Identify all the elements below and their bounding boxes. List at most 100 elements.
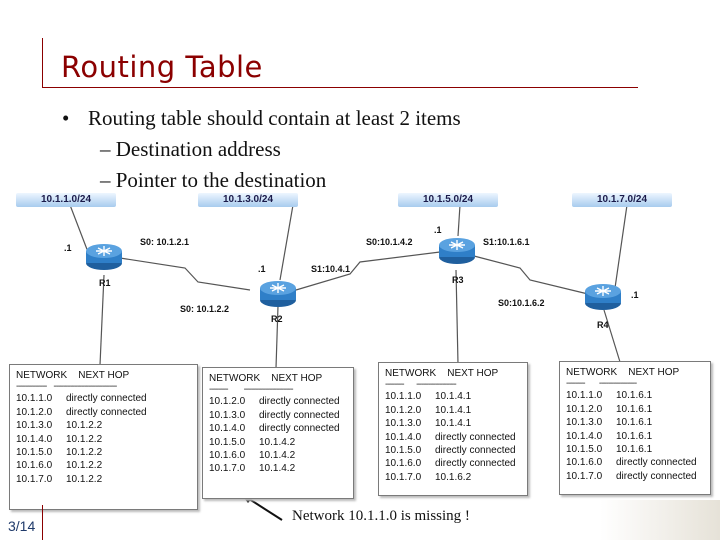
- cell-next-hop: 10.1.6.1: [616, 444, 653, 456]
- cell-next-hop: directly connected: [66, 393, 147, 405]
- iface-r4-s0: S0:10.1.6.2: [498, 298, 545, 308]
- table-row: 10.1.2.0 directly connected: [16, 406, 191, 419]
- table-divider: -------- ---------------------: [209, 385, 294, 396]
- cell-next-hop: 10.1.2.2: [66, 420, 103, 432]
- table-header: NETWORK NEXT HOP: [209, 373, 323, 384]
- cell-network: 10.1.3.0: [566, 417, 603, 429]
- router-r4-label: R4: [597, 320, 609, 330]
- cell-next-hop: directly connected: [66, 406, 147, 418]
- cell-network: 10.1.5.0: [385, 445, 422, 457]
- title-underline: [42, 87, 638, 88]
- link-net1-r1: [69, 204, 89, 253]
- link-net3-r2: [279, 204, 294, 281]
- footer-decoration: [600, 500, 720, 540]
- table-row: 10.1.3.0 10.1.2.2: [16, 419, 191, 432]
- routing-table-r2: NETWORK NEXT HOP -------- --------------…: [202, 367, 354, 499]
- cell-network: 10.1.4.0: [209, 423, 246, 435]
- cell-network: 10.1.6.0: [566, 457, 603, 469]
- cell-next-hop: 10.1.6.1: [616, 390, 653, 402]
- cell-next-hop: directly connected: [435, 445, 516, 457]
- cell-network: 10.1.4.0: [385, 431, 422, 443]
- cell-network: 10.1.7.0: [566, 470, 603, 482]
- serial-r3-r4: [473, 255, 589, 295]
- table-row: 10.1.5.0 10.1.6.1: [566, 443, 704, 456]
- link-r4-table: [603, 309, 621, 363]
- table-row: 10.1.1.0 10.1.4.1: [385, 390, 521, 403]
- table-divider: -------- ----------------: [566, 379, 637, 390]
- links: [69, 204, 628, 369]
- network-bar-10-1-3-0: 10.1.3.0/24: [198, 193, 298, 207]
- table-row: 10.1.7.0 10.1.4.2: [209, 462, 347, 475]
- table-row: 10.1.1.0 directly connected: [16, 392, 191, 405]
- cell-network: 10.1.5.0: [16, 447, 53, 459]
- bullet-list: Routing table should contain at least 2 …: [62, 103, 461, 196]
- cell-next-hop: 10.1.4.2: [259, 436, 296, 448]
- network-bar-10-1-5-0: 10.1.5.0/24: [398, 193, 498, 207]
- cell-network: 10.1.7.0: [16, 473, 53, 485]
- cell-network: 10.1.6.0: [209, 450, 246, 462]
- iface-r4-right: .1: [631, 290, 639, 300]
- cell-next-hop: 10.1.6.1: [616, 403, 653, 415]
- bullet-sub-destination: – Destination address: [100, 137, 281, 161]
- table-row: 10.1.5.0 directly connected: [385, 444, 521, 457]
- table-row: 10.1.2.0 10.1.6.1: [566, 403, 704, 416]
- router-r4-icon: [584, 283, 622, 311]
- table-header: NETWORK NEXT HOP: [566, 367, 680, 378]
- cell-next-hop: 10.1.2.2: [66, 433, 103, 445]
- link-net7-r4: [614, 204, 628, 289]
- cell-network: 10.1.1.0: [16, 393, 53, 405]
- iface-r3-s1: S1:10.1.6.1: [483, 237, 530, 247]
- routing-table-r3: NETWORK NEXT HOP -------- --------------…: [378, 362, 528, 496]
- title-accent-line: [42, 38, 43, 88]
- slide-title: Routing Table: [61, 50, 263, 84]
- iface-r2-s0: S0: 10.1.2.2: [180, 304, 230, 314]
- cell-network: 10.1.2.0: [16, 406, 53, 418]
- router-r3-icon: [438, 237, 476, 265]
- link-r1-table: [99, 274, 105, 366]
- cell-next-hop: directly connected: [435, 431, 516, 443]
- router-r3-label: R3: [452, 275, 464, 285]
- cell-next-hop: 10.1.6.1: [616, 430, 653, 442]
- cell-network: 10.1.1.0: [385, 391, 422, 403]
- table-header: NETWORK NEXT HOP: [16, 370, 130, 381]
- iface-r3-top: .1: [434, 225, 442, 235]
- cell-network: 10.1.2.0: [566, 403, 603, 415]
- bullet-main: Routing table should contain at least 2 …: [62, 103, 461, 134]
- iface-r1-s0: S0: 10.1.2.1: [140, 237, 190, 247]
- cell-next-hop: 10.1.4.1: [435, 391, 472, 403]
- iface-r1-left: .1: [64, 243, 72, 253]
- cell-network: 10.1.7.0: [209, 463, 246, 475]
- cell-next-hop: 10.1.6.2: [435, 471, 472, 483]
- router-r2-label: R2: [271, 314, 283, 324]
- cell-next-hop: 10.1.2.2: [66, 473, 103, 485]
- cell-network: 10.1.3.0: [385, 418, 422, 430]
- cell-next-hop: directly connected: [259, 396, 340, 408]
- cell-network: 10.1.5.0: [566, 444, 603, 456]
- cell-network: 10.1.7.0: [385, 471, 422, 483]
- network-bar-10-1-7-0: 10.1.7.0/24: [572, 193, 672, 207]
- cell-network: 10.1.3.0: [16, 420, 53, 432]
- cell-next-hop: 10.1.6.1: [616, 417, 653, 429]
- page-number: 3/14: [8, 518, 36, 534]
- iface-r2-s1: S1:10.4.1: [311, 264, 351, 274]
- cell-next-hop: 10.1.4.2: [259, 463, 296, 475]
- routing-table-r1: NETWORK NEXT HOP ------------- ---------…: [9, 364, 198, 510]
- table-divider: -------- -----------------: [385, 380, 457, 391]
- iface-r3-s0: S0:10.1.4.2: [366, 237, 413, 247]
- network-bar-10-1-1-0: 10.1.1.0/24: [16, 193, 116, 207]
- cell-next-hop: directly connected: [259, 409, 340, 421]
- iface-r2-top: .1: [258, 264, 266, 274]
- missing-network-note: Network 10.1.1.0 is missing !: [292, 508, 470, 524]
- cell-next-hop: 10.1.4.1: [435, 418, 472, 430]
